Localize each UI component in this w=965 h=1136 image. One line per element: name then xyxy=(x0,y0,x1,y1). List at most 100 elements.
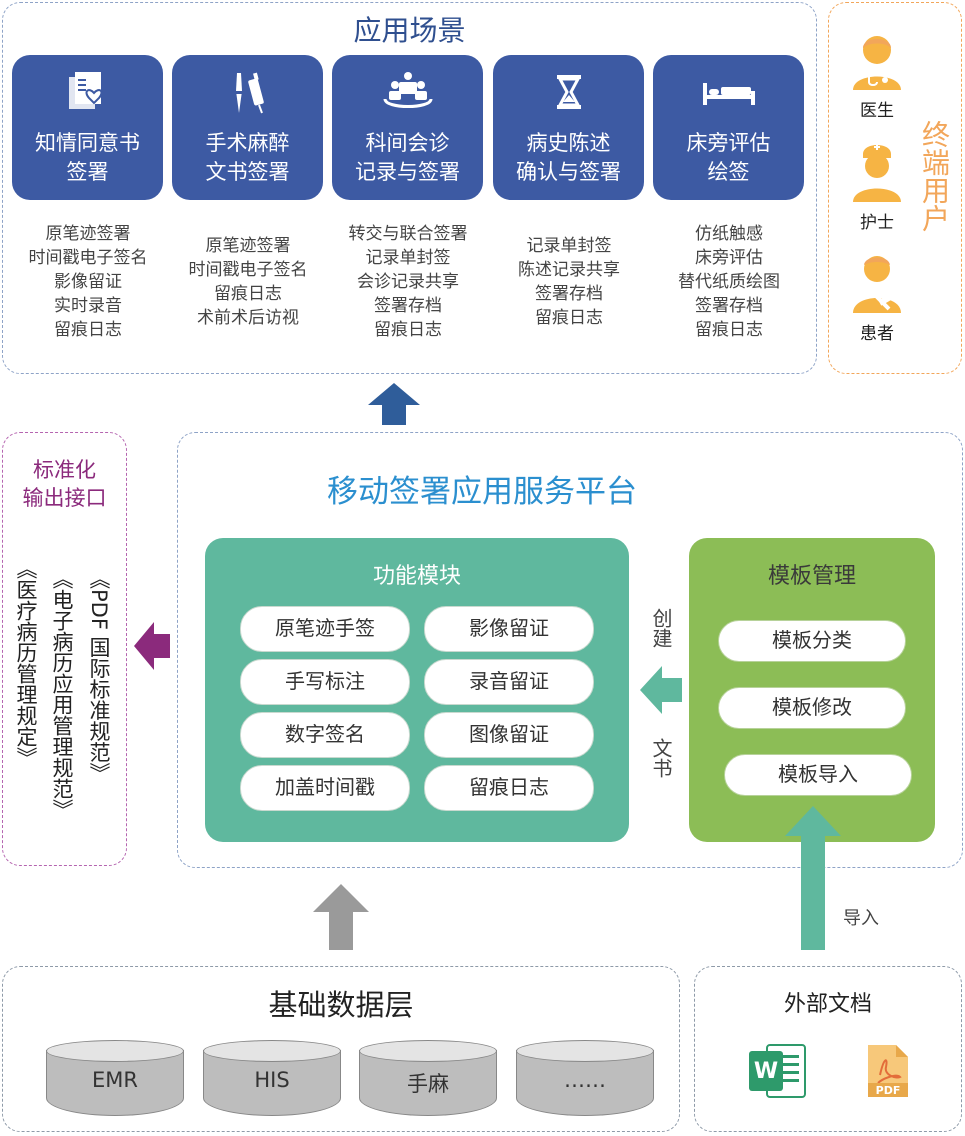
scenario-section: 应用场景 xyxy=(2,2,817,374)
end-users-section xyxy=(828,2,962,374)
consent-document-heart-icon xyxy=(12,69,163,115)
standard-text: 《电子病历应用管理规范》 xyxy=(50,568,74,820)
meeting-people-icon xyxy=(332,69,483,115)
module-digital-signature[interactable]: 数字签名 xyxy=(240,712,410,758)
database-more: …… xyxy=(516,1040,654,1126)
database-emr: EMR xyxy=(46,1040,184,1126)
up-arrow-to-scenarios xyxy=(368,383,420,429)
list-item: 时间戳电子签名 xyxy=(28,248,148,268)
scenario-card-title: 床旁评估 绘签 xyxy=(686,131,771,184)
output-interface-title: 标准化 输出接口 xyxy=(22,458,107,510)
template-import-button[interactable]: 模板导入 xyxy=(724,754,912,796)
user-label: 护士 xyxy=(860,213,894,233)
database-his: HIS xyxy=(203,1040,341,1126)
scenario-feature-list: 转交与联合签署 记录单封签 会诊记录共享 签署存档 留痕日志 xyxy=(328,222,488,342)
list-item: 替代纸质绘图 xyxy=(678,272,780,292)
scenario-feature-list: 仿纸触感 床旁评估 替代纸质绘图 签署存档 留痕日志 xyxy=(649,222,809,342)
hourglass-icon xyxy=(493,69,644,115)
list-item: 陈述记录共享 xyxy=(518,260,620,280)
doc-label: 文书 xyxy=(649,738,673,778)
template-modify-button[interactable]: 模板修改 xyxy=(718,687,906,729)
scenario-feature-list: 记录单封签 陈述记录共享 签署存档 留痕日志 xyxy=(489,234,649,330)
standard-text: 《PDF 国际标准规范》 xyxy=(87,568,111,784)
template-classify-button[interactable]: 模板分类 xyxy=(718,620,906,662)
user-nurse: 护士 xyxy=(848,140,906,233)
word-document-icon: W xyxy=(749,1043,806,1099)
list-item: 时间戳电子签名 xyxy=(188,260,308,280)
list-item: 留痕日志 xyxy=(54,320,122,340)
database-top xyxy=(203,1040,341,1062)
list-item: 留痕日志 xyxy=(535,308,603,328)
scenario-card-title: 知情同意书 签署 xyxy=(35,131,140,184)
list-item: 原笔迹签署 xyxy=(45,224,131,244)
module-audio-evidence[interactable]: 录音留证 xyxy=(424,659,594,705)
list-item: 留痕日志 xyxy=(374,320,442,340)
list-item: 记录单封签 xyxy=(526,236,612,256)
scenario-feature-list: 原笔迹签署 时间戳电子签名 留痕日志 术前术后访视 xyxy=(168,234,328,330)
scenario-card-consultation[interactable]: 科间会诊 记录与签署 xyxy=(332,55,483,200)
standard-medical: 《医疗病历管理规定》 xyxy=(13,558,39,768)
module-timestamp[interactable]: 加盖时间戳 xyxy=(240,765,410,811)
function-modules-title: 功能模块 xyxy=(372,564,461,589)
list-item: 术前术后访视 xyxy=(197,308,299,328)
scenario-card-title: 科间会诊 记录与签署 xyxy=(355,131,460,184)
scenario-card-consent[interactable]: 知情同意书 签署 xyxy=(12,55,163,200)
list-item: 会诊记录共享 xyxy=(357,272,459,292)
list-item: 仿纸触感 xyxy=(695,224,763,244)
database-top xyxy=(46,1040,184,1062)
pdf-icon-label: PDF xyxy=(875,1084,901,1097)
platform-section xyxy=(177,432,963,868)
module-image-evidence[interactable]: 影像留证 xyxy=(424,606,594,652)
end-users-title-text: 终端用户 xyxy=(918,120,951,232)
list-item: 影像留证 xyxy=(54,272,122,292)
up-arrow-from-data-layer xyxy=(313,884,369,954)
standard-emr: 《电子病历应用管理规范》 xyxy=(49,568,75,820)
scenario-card-surgery-anesthesia[interactable]: 手术麻醉 文书签署 xyxy=(172,55,323,200)
database-top xyxy=(516,1040,654,1062)
database-label: EMR xyxy=(92,1068,138,1092)
nurse-icon xyxy=(848,140,906,206)
list-item: 转交与联合签署 xyxy=(348,224,468,244)
standard-pdf: 《PDF 国际标准规范》 xyxy=(86,568,112,784)
create-label: 创建 xyxy=(649,608,673,648)
list-item: 签署存档 xyxy=(374,296,442,316)
list-item: 实时录音 xyxy=(54,296,122,316)
create-label-text: 创建 xyxy=(649,608,673,648)
doctor-icon xyxy=(848,30,906,94)
pdf-document-icon: PDF xyxy=(866,1043,910,1099)
database-top xyxy=(359,1040,497,1062)
scenario-card-bedside[interactable]: 床旁评估 绘签 xyxy=(653,55,804,200)
output-interface-section xyxy=(2,432,127,866)
external-docs-title: 外部文档 xyxy=(783,992,872,1017)
user-label: 患者 xyxy=(860,324,894,344)
scenario-card-history[interactable]: 病史陈述 确认与签署 xyxy=(493,55,644,200)
scenario-section-title: 应用场景 xyxy=(353,14,466,47)
database-label: HIS xyxy=(254,1068,290,1092)
user-doctor: 医生 xyxy=(848,30,906,121)
list-item: 床旁评估 xyxy=(695,248,763,268)
scalpel-syringe-icon xyxy=(172,69,323,115)
import-label: 导入 xyxy=(843,908,879,929)
database-anesthesia: 手麻 xyxy=(359,1040,497,1126)
bed-icon xyxy=(653,69,804,115)
list-item: 签署存档 xyxy=(695,296,763,316)
left-arrow-to-output xyxy=(134,618,170,678)
database-label: …… xyxy=(564,1068,606,1092)
module-handwritten-annotation[interactable]: 手写标注 xyxy=(240,659,410,705)
module-picture-evidence[interactable]: 图像留证 xyxy=(424,712,594,758)
template-management-title: 模板管理 xyxy=(767,564,856,589)
module-handwritten-signature[interactable]: 原笔迹手签 xyxy=(240,606,410,652)
patient-icon xyxy=(848,253,906,317)
standard-text: 《医疗病历管理规定》 xyxy=(14,558,38,768)
database-label: 手麻 xyxy=(407,1072,449,1096)
word-icon-letter: W xyxy=(753,1059,779,1084)
user-patient: 患者 xyxy=(848,253,906,344)
list-item: 留痕日志 xyxy=(214,284,282,304)
list-item: 记录单封签 xyxy=(365,248,451,268)
user-label: 医生 xyxy=(860,101,894,121)
list-item: 留痕日志 xyxy=(695,320,763,340)
platform-title: 移动签署应用服务平台 xyxy=(327,474,637,510)
list-item: 签署存档 xyxy=(535,284,603,304)
external-docs-section xyxy=(694,966,962,1132)
module-trace-log[interactable]: 留痕日志 xyxy=(424,765,594,811)
